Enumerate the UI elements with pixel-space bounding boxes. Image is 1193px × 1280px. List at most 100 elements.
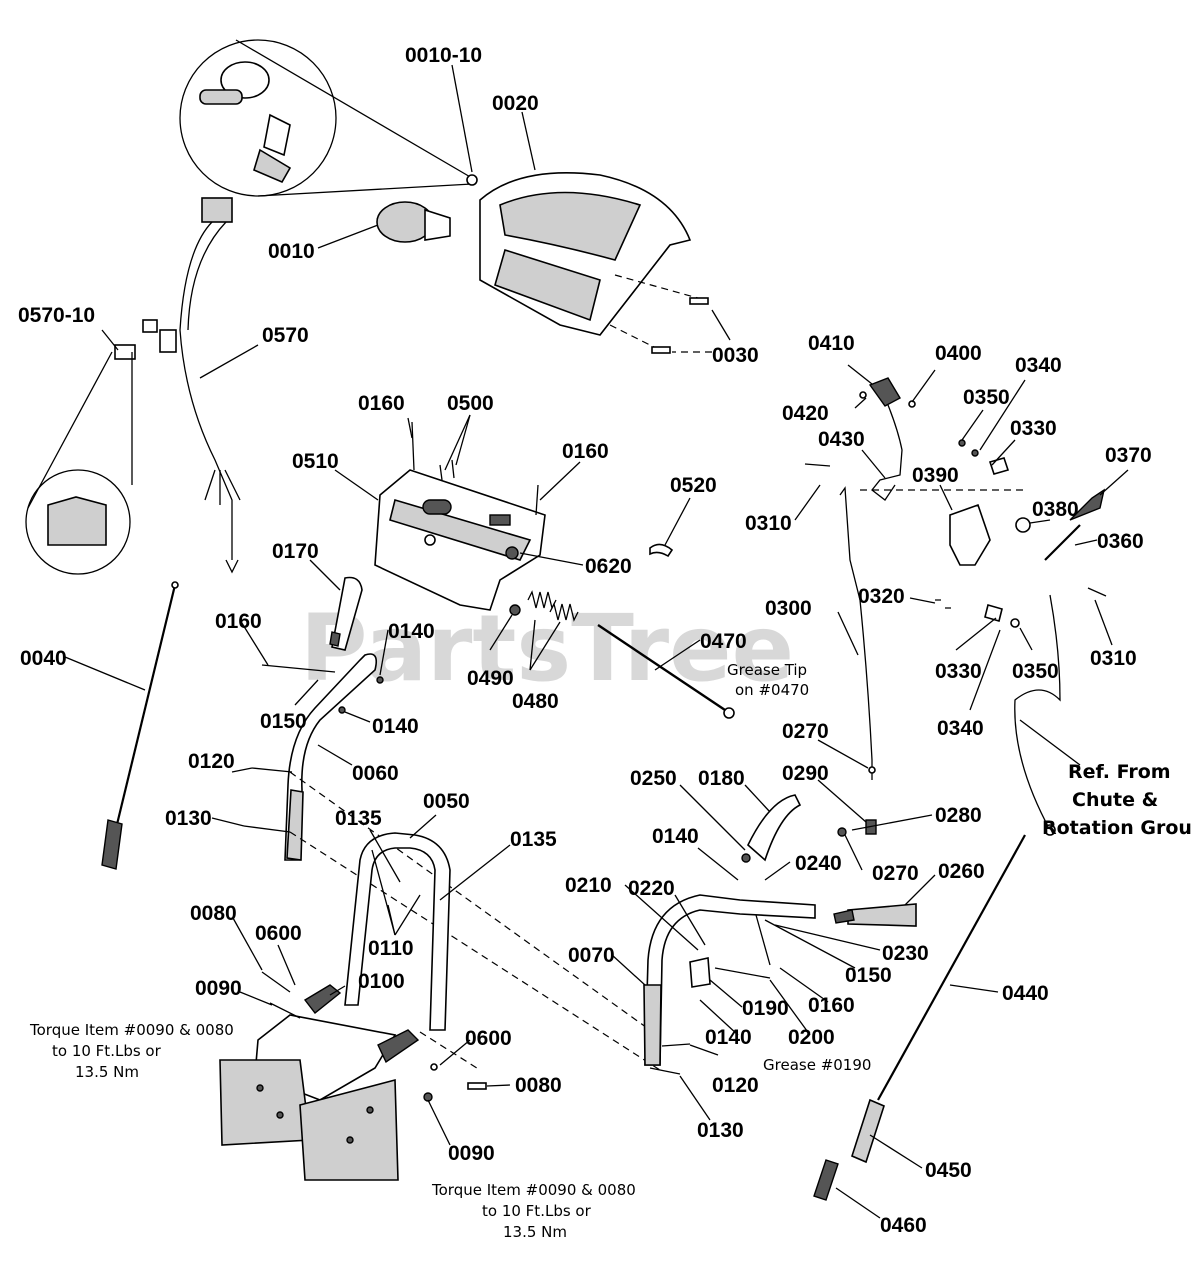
lever-0180 bbox=[747, 794, 802, 862]
label-0280: 0280 bbox=[935, 804, 982, 827]
left-handle-0060 bbox=[284, 653, 378, 861]
label-0310-b: 0310 bbox=[1090, 647, 1137, 670]
bolt-0160-left bbox=[261, 664, 336, 673]
label-0510: 0510 bbox=[292, 450, 339, 473]
label-0135-b: 0135 bbox=[510, 828, 557, 851]
label-0210: 0210 bbox=[565, 874, 612, 897]
label-0160-a: 0160 bbox=[358, 392, 405, 415]
label-0340-b: 0340 bbox=[937, 717, 984, 740]
label-0400: 0400 bbox=[935, 342, 982, 365]
bracket-left bbox=[219, 984, 397, 1146]
label-0450: 0450 bbox=[925, 1159, 972, 1182]
label-0500: 0500 bbox=[447, 392, 494, 415]
nut-0600b bbox=[430, 1063, 438, 1071]
label-0010-10: 0010-10 bbox=[405, 44, 482, 67]
label-0030: 0030 bbox=[712, 344, 759, 367]
note-torque-left-3: 13.5 Nm bbox=[75, 1063, 139, 1081]
dash-panel-0510 bbox=[374, 421, 546, 611]
label-0040: 0040 bbox=[20, 647, 67, 670]
label-0310-a: 0310 bbox=[745, 512, 792, 535]
springs-0480 bbox=[509, 590, 579, 622]
label-0320: 0320 bbox=[858, 585, 905, 608]
label-0170: 0170 bbox=[272, 540, 319, 563]
label-0620: 0620 bbox=[585, 555, 632, 578]
label-0490: 0490 bbox=[467, 667, 514, 690]
label-0520: 0520 bbox=[670, 474, 717, 497]
label-0330-b: 0330 bbox=[935, 660, 982, 683]
label-0090-b: 0090 bbox=[448, 1142, 495, 1165]
label-0470: 0470 bbox=[700, 630, 747, 653]
label-0090-a: 0090 bbox=[195, 977, 242, 1000]
headlight-detail-circle bbox=[179, 39, 473, 197]
label-0350-b: 0350 bbox=[1012, 660, 1059, 683]
note-ref-1: Ref. From bbox=[1068, 761, 1171, 783]
washer-0380 bbox=[1015, 517, 1031, 533]
label-0600-b: 0600 bbox=[465, 1027, 512, 1050]
spring-0200 bbox=[714, 967, 771, 979]
label-0300: 0300 bbox=[765, 597, 812, 620]
label-0410: 0410 bbox=[808, 332, 855, 355]
label-0160-c: 0160 bbox=[215, 610, 262, 633]
right-handle-0070 bbox=[643, 894, 816, 1066]
label-0370: 0370 bbox=[1105, 444, 1152, 467]
label-0080-a: 0080 bbox=[190, 902, 237, 925]
bolts-0500 bbox=[439, 459, 455, 481]
label-0130-b: 0130 bbox=[697, 1119, 744, 1142]
link-0430 bbox=[871, 404, 903, 501]
label-0340-top: 0340 bbox=[1015, 354, 1062, 377]
label-0070: 0070 bbox=[568, 944, 615, 967]
label-0460: 0460 bbox=[880, 1214, 927, 1237]
bolt-0130b bbox=[649, 1067, 681, 1075]
bracket-0390 bbox=[949, 503, 991, 566]
grip-0450 bbox=[851, 1098, 885, 1164]
knob-0370 bbox=[1069, 488, 1106, 521]
label-0420: 0420 bbox=[782, 402, 829, 425]
label-0380: 0380 bbox=[1032, 498, 1079, 521]
watermark: PartsTree bbox=[300, 595, 794, 702]
label-0600-a: 0600 bbox=[255, 922, 302, 945]
label-0290: 0290 bbox=[782, 762, 829, 785]
label-0200: 0200 bbox=[788, 1026, 835, 1049]
label-0570-10: 0570-10 bbox=[18, 304, 95, 327]
label-0020: 0020 bbox=[492, 92, 539, 115]
screw-0080b bbox=[467, 1082, 487, 1090]
label-0140-a: 0140 bbox=[388, 620, 435, 643]
end-0460 bbox=[813, 1159, 839, 1201]
label-0080-b: 0080 bbox=[515, 1074, 562, 1097]
leader-lines bbox=[64, 64, 1129, 1219]
note-torque-bottom-3: 13.5 Nm bbox=[503, 1223, 567, 1241]
grip-0260 bbox=[847, 903, 917, 927]
label-0180: 0180 bbox=[698, 767, 745, 790]
label-0260: 0260 bbox=[938, 860, 985, 883]
bolt-0130a bbox=[243, 825, 291, 833]
console-cover-0020 bbox=[479, 172, 692, 336]
wiring-harness-0570 bbox=[142, 197, 241, 574]
headlight-0010 bbox=[376, 174, 478, 243]
label-0240: 0240 bbox=[795, 852, 842, 875]
fuse-0570-10 bbox=[25, 344, 136, 575]
label-0140-b: 0140 bbox=[372, 715, 419, 738]
label-0150-a: 0150 bbox=[260, 710, 307, 733]
label-0135-a: 0135 bbox=[335, 807, 382, 830]
bracket-right bbox=[299, 1029, 420, 1181]
screw-0030b bbox=[651, 346, 671, 354]
label-0130-a: 0130 bbox=[165, 807, 212, 830]
note-grease-tip-1: Grease Tip bbox=[727, 661, 807, 679]
label-0270-a: 0270 bbox=[782, 720, 829, 743]
note-torque-left-2: to 10 Ft.Lbs or bbox=[52, 1042, 162, 1060]
bolt-0120a bbox=[251, 767, 293, 773]
note-torque-left-1: Torque Item #0090 & 0080 bbox=[29, 1021, 234, 1039]
label-0160-d: 0160 bbox=[808, 994, 855, 1017]
label-0440: 0440 bbox=[1002, 982, 1049, 1005]
label-0250: 0250 bbox=[630, 767, 677, 790]
label-0050: 0050 bbox=[423, 790, 470, 813]
label-0360: 0360 bbox=[1097, 530, 1144, 553]
bracket-0190 bbox=[689, 957, 711, 988]
label-0220: 0220 bbox=[628, 877, 675, 900]
label-0190: 0190 bbox=[742, 997, 789, 1020]
label-0390: 0390 bbox=[912, 464, 959, 487]
label-0350-top: 0350 bbox=[963, 386, 1010, 409]
washer-0090b bbox=[423, 1092, 433, 1102]
